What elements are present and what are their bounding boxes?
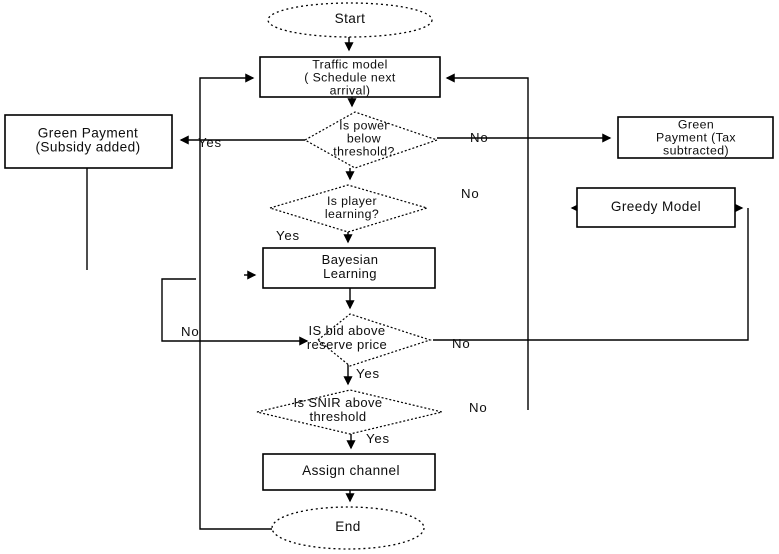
edge-end-return-to-traffic [199,73,272,530]
bayesian-learning-box [262,247,436,289]
start-label: Start [334,10,366,26]
green-payment-tax-label: Green Payment (Tax subtracted) [656,117,736,158]
edge-greedy-return-to-bid [433,208,749,341]
player-check-label: Is player learning? [324,193,380,221]
power-check-diamond [303,111,439,169]
power-check-label: Is power below threshold? [333,118,395,159]
edge-label-snir-yes: Yes [366,431,390,446]
assign-channel-box [262,453,436,491]
edge-label-bid-no-left: No [181,324,200,339]
green-payment-subsidy-label: Green Payment (Subsidy added) [35,125,141,155]
edge-label-power-yes: Yes [198,135,222,150]
greedy-model-label: Greedy Model [610,198,702,214]
edge-snir-no-return-to-traffic [445,73,529,410]
edge-label-player-no: No [461,186,480,201]
player-check-diamond [267,184,430,233]
green-payment-subsidy-box [4,114,173,169]
bid-check-diamond [317,313,432,367]
snir-check-diamond [256,389,443,435]
start-ellipse [267,2,433,38]
greedy-model-box [576,187,736,228]
edge-label-bid-yes: Yes [356,366,380,381]
bid-check-label: IS bid above reserve price [306,323,388,352]
green-payment-tax-box [617,116,774,159]
end-label: End [335,518,361,534]
edge-label-power-no: No [470,130,489,145]
edge-label-bid-no-right: No [452,336,471,351]
snir-check-label: Is SNIR above threshold [293,395,383,424]
edge-label-snir-no: No [469,400,488,415]
end-ellipse [271,506,425,550]
edge-bid-no-loop [161,278,309,346]
bayesian-learning-label: Bayesian Learning [321,252,379,281]
assign-channel-label: Assign channel [302,462,400,478]
edge-label-player-yes: Yes [276,228,300,243]
traffic-model-label: Traffic model ( Schedule next arrival) [304,57,396,98]
traffic-model-box [259,56,441,98]
